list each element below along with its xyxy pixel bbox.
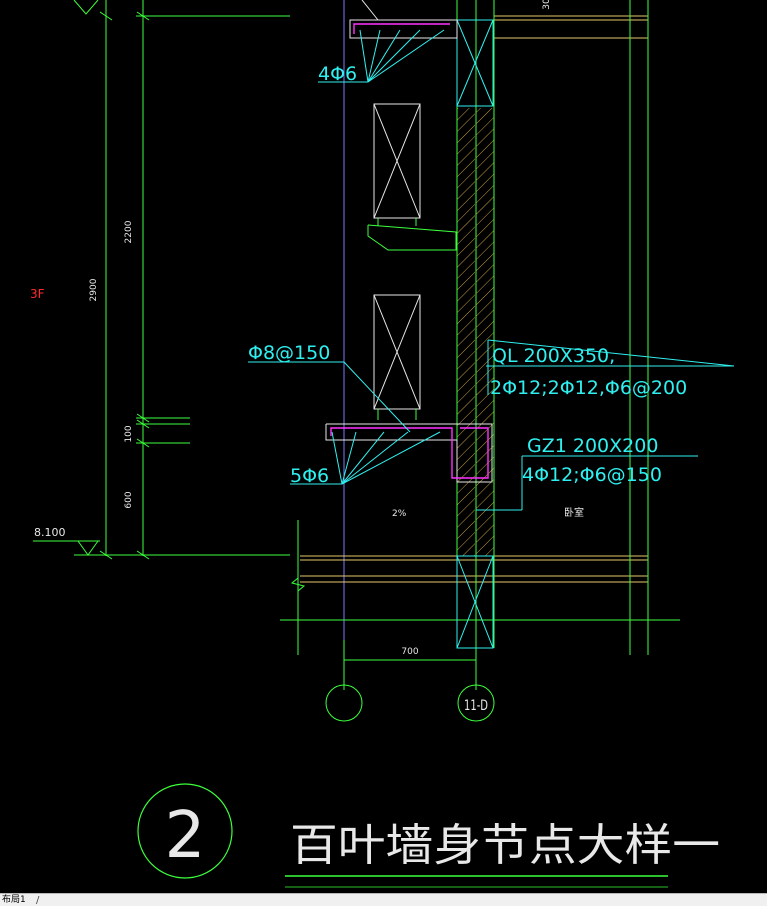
ql-rebar-label: 2Φ12;2Φ12,Φ6@200 bbox=[490, 377, 687, 399]
break-symbol bbox=[290, 570, 306, 600]
detail-number-circle bbox=[137, 783, 233, 879]
lower-ledge bbox=[325, 423, 493, 483]
ql-name-label: QL 200X350, bbox=[492, 345, 615, 367]
dim-top-30: 30 bbox=[542, 0, 552, 10]
dim-600: 600 bbox=[124, 491, 134, 508]
dimension-chain bbox=[33, 0, 290, 560]
dim-700: 700 bbox=[401, 647, 418, 657]
bedroom-label: 卧室 bbox=[564, 506, 584, 519]
dim-2200: 2200 bbox=[124, 220, 134, 243]
detail-number: 2 bbox=[165, 799, 206, 873]
axis-bubble-left bbox=[325, 684, 363, 722]
top-rebar-label: 4Φ6 bbox=[318, 63, 357, 85]
layout-tab-label[interactable]: 布局1 bbox=[2, 895, 26, 905]
masonry-wall bbox=[456, 0, 495, 648]
dimension-texts: 2200 2900 100 600 30 700 bbox=[89, 0, 552, 657]
slope-label: 2% bbox=[392, 509, 407, 519]
axis-bubbles bbox=[325, 684, 495, 722]
detail-title: 百叶墙身节点大样一 bbox=[290, 820, 720, 871]
axis-bubble-right bbox=[457, 684, 495, 722]
upper-leaders bbox=[318, 29, 445, 83]
layout-tab-bar[interactable]: 布局1 / bbox=[0, 893, 767, 906]
title-underline bbox=[285, 875, 668, 888]
elevation-label: 8.100 bbox=[34, 526, 66, 539]
annotation-texts: 4Φ6 Φ8@150 QL 200X350, 2Φ12;2Φ12,Φ6@200 … bbox=[248, 63, 687, 487]
floor-label: 3F bbox=[30, 287, 45, 301]
layout-tab-separator: / bbox=[36, 895, 40, 906]
slab-lines bbox=[300, 15, 648, 583]
lower-leaders bbox=[248, 339, 735, 511]
bottom-rebar-label: 5Φ6 bbox=[290, 465, 329, 487]
axis-bubble-right-label: 11-D bbox=[464, 698, 488, 714]
frame-lines bbox=[280, 0, 680, 690]
column-boxes bbox=[456, 19, 494, 649]
gz-rebar-label: 4Φ12;Φ6@150 bbox=[522, 464, 662, 486]
dim-100: 100 bbox=[124, 425, 134, 442]
stirrup-label: Φ8@150 bbox=[248, 342, 330, 364]
gz-name-label: GZ1 200X200 bbox=[527, 435, 658, 457]
upper-ledge bbox=[349, 0, 458, 39]
louver-panels bbox=[373, 103, 421, 410]
dim-2900: 2900 bbox=[89, 278, 99, 301]
louver-supports bbox=[367, 218, 457, 420]
